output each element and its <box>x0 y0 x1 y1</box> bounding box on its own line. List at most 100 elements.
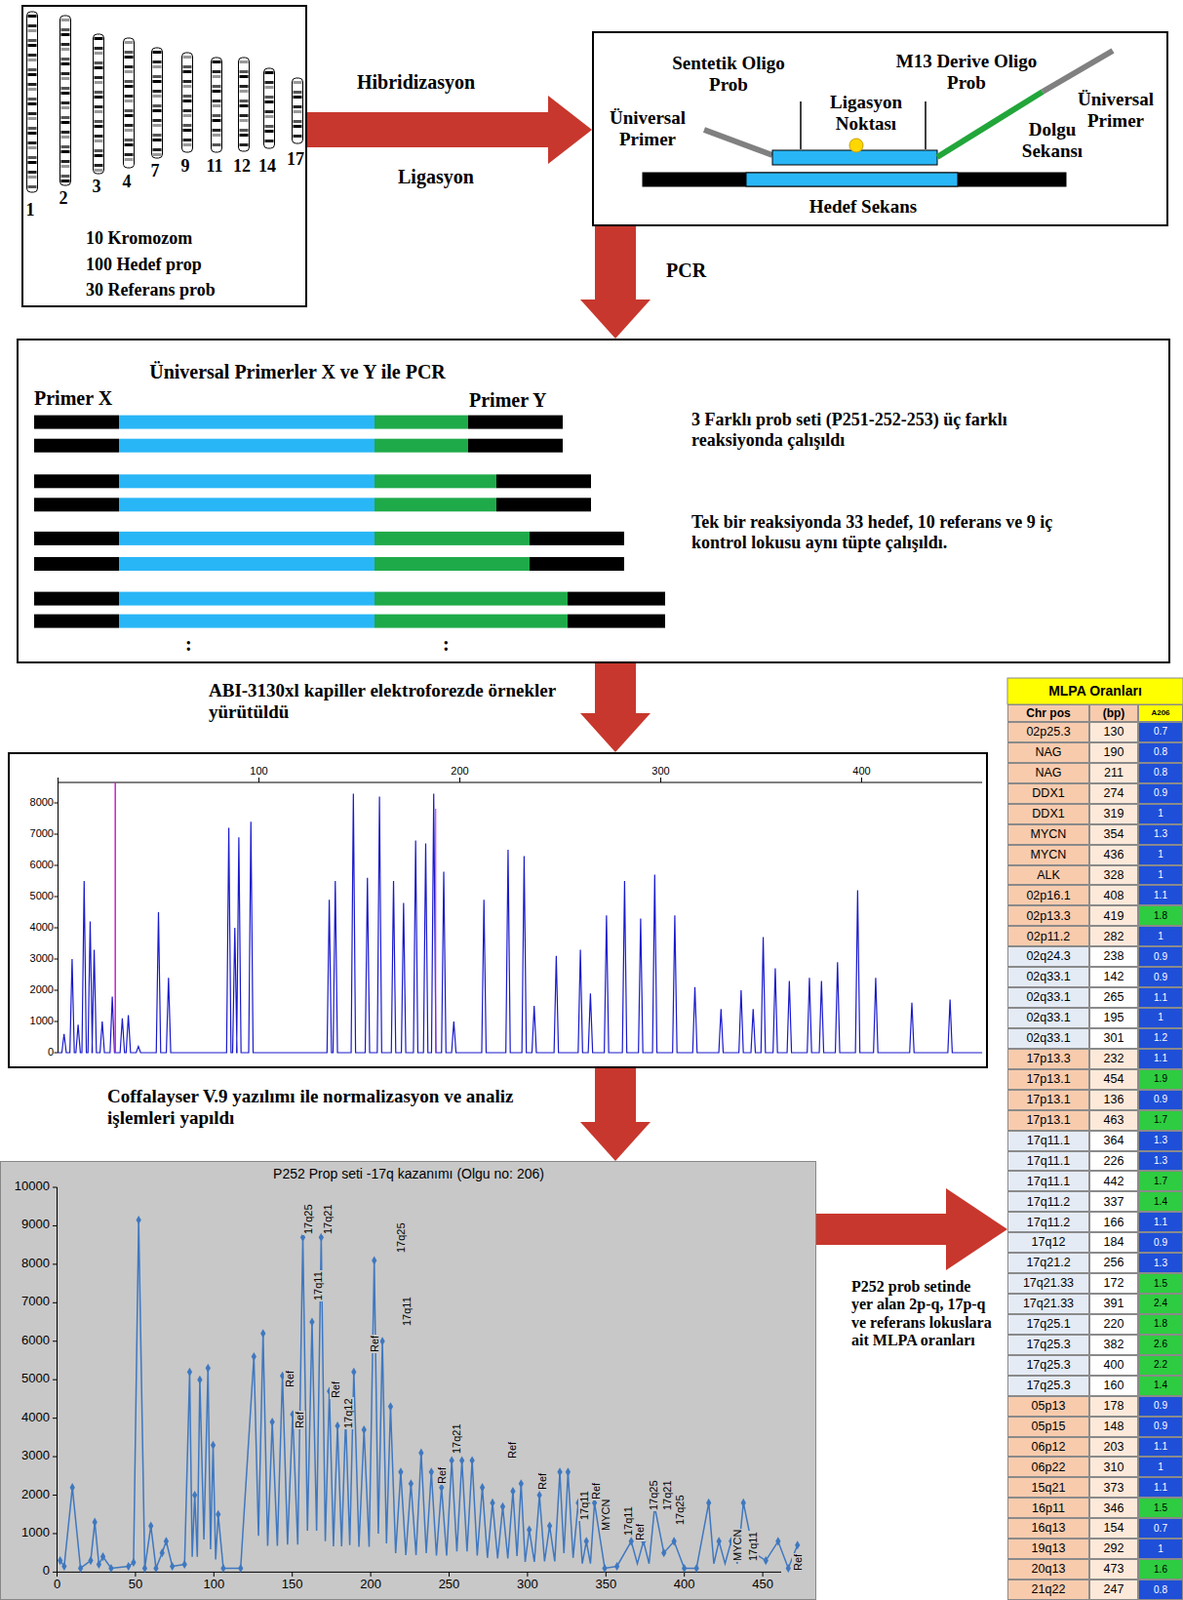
tick <box>52 1417 58 1419</box>
chromosome-band <box>153 153 162 157</box>
data-marker <box>469 1455 474 1464</box>
probe-segment <box>118 438 375 453</box>
chromosome-band <box>61 77 71 80</box>
chromosome-band <box>28 156 38 159</box>
illustration <box>9 753 990 1070</box>
chromosome-band <box>124 70 134 74</box>
tick <box>54 1021 59 1023</box>
primer-segment <box>34 473 119 488</box>
table-cell: 1.2 <box>1138 1027 1183 1049</box>
chromosome <box>60 15 72 186</box>
data-marker <box>61 1561 67 1571</box>
chromosome-band <box>265 100 275 104</box>
chromosome-band <box>124 84 134 88</box>
chromosome-band <box>265 80 275 84</box>
chromosome-number: 14 <box>258 156 277 177</box>
chromosome-band <box>239 79 249 83</box>
data-marker <box>169 1561 175 1571</box>
chromosome-band <box>183 104 193 108</box>
table-cell: 301 <box>1089 1027 1139 1049</box>
chromosome-band <box>28 58 38 62</box>
data-marker <box>794 1539 800 1549</box>
axis-tick-label: 5000 <box>30 889 54 903</box>
axis-tick-label: 250 <box>438 1577 461 1592</box>
table-cell: 238 <box>1089 946 1139 967</box>
node-text: 3 Farklı prob seti (P251-252-253) üç far… <box>691 409 1063 450</box>
peak-label: 17q11 <box>578 1489 591 1521</box>
chromosome-band <box>28 29 38 33</box>
chromosome-band <box>212 94 222 98</box>
data-marker <box>92 1517 98 1527</box>
chromosome-band <box>183 60 193 64</box>
table-cell: 211 <box>1089 762 1139 784</box>
tick <box>54 833 59 835</box>
chromosome-band <box>153 99 162 103</box>
data-marker <box>671 1536 677 1545</box>
peak-label: MYCN <box>599 1497 612 1531</box>
chromosome-band <box>183 128 193 132</box>
table-cell: 17p13.1 <box>1007 1068 1090 1090</box>
chromosome-band <box>153 138 162 142</box>
chromosome-band <box>124 94 134 98</box>
edge-label: PCR <box>666 259 707 282</box>
stuffer-segment <box>374 497 497 512</box>
tick <box>52 1186 58 1188</box>
data-marker <box>786 1563 791 1573</box>
probe-segment <box>118 531 375 546</box>
table-cell: 0.8 <box>1138 742 1183 763</box>
chromosome-band <box>94 100 104 104</box>
chromosome-band <box>293 115 303 119</box>
chromosome-band <box>124 40 134 44</box>
table-cell: 17q25.1 <box>1007 1313 1090 1335</box>
data-marker <box>584 1536 590 1545</box>
tick <box>52 1379 58 1381</box>
chromosome-band <box>124 60 134 64</box>
chromosome-band <box>212 133 222 137</box>
chromosome-band <box>153 123 162 127</box>
axis <box>57 1571 783 1573</box>
chromosome-band <box>28 170 38 174</box>
tick <box>370 1571 372 1577</box>
data-marker <box>187 1367 193 1377</box>
chromosome-band <box>94 56 104 60</box>
table-cell: 247 <box>1089 1578 1139 1600</box>
chromosome-band <box>61 62 71 66</box>
chromosome-band <box>153 65 162 69</box>
table-cell: 0.9 <box>1138 783 1183 804</box>
chromosome-band <box>94 66 104 70</box>
chromosome-band <box>239 133 249 137</box>
chromosome-band <box>239 84 249 88</box>
chromosome-band <box>212 109 222 113</box>
chromosome-band <box>265 129 275 133</box>
tick <box>52 1571 58 1573</box>
table-cell: 17q21.33 <box>1007 1272 1090 1294</box>
table-cell: 195 <box>1089 1007 1139 1028</box>
illustration <box>0 1161 818 1600</box>
data-marker <box>182 1559 188 1569</box>
probe-segment <box>118 591 375 606</box>
table-cell: 166 <box>1089 1211 1139 1232</box>
chromosome-band <box>61 86 71 90</box>
chromosome-band <box>124 133 134 137</box>
table-cell: 1.1 <box>1138 1048 1183 1069</box>
table-cell: 454 <box>1089 1068 1139 1090</box>
node-text: Ligasyon Noktası <box>812 91 920 135</box>
data-marker <box>775 1536 781 1545</box>
data-marker <box>210 1440 216 1450</box>
chromosome-band <box>265 90 275 94</box>
table-cell: 16q13 <box>1007 1517 1090 1538</box>
table-cell: NAG <box>1007 742 1090 763</box>
node-text: Üniversal Primer <box>596 107 699 151</box>
chromosome-number: 2 <box>59 188 69 209</box>
table-cell: 02q33.1 <box>1007 986 1090 1008</box>
table-cell: 17q11.1 <box>1007 1130 1090 1151</box>
chromosome <box>152 47 163 158</box>
chromosome-band <box>183 114 193 118</box>
chromosome-band <box>28 82 38 86</box>
chromosome-band <box>239 109 249 113</box>
table-cell: 1.4 <box>1138 1190 1183 1212</box>
chromosome-band <box>94 110 104 114</box>
table-cell: 21q22 <box>1007 1578 1090 1600</box>
chromosome-band <box>265 105 275 109</box>
chromosome-band <box>61 130 71 134</box>
